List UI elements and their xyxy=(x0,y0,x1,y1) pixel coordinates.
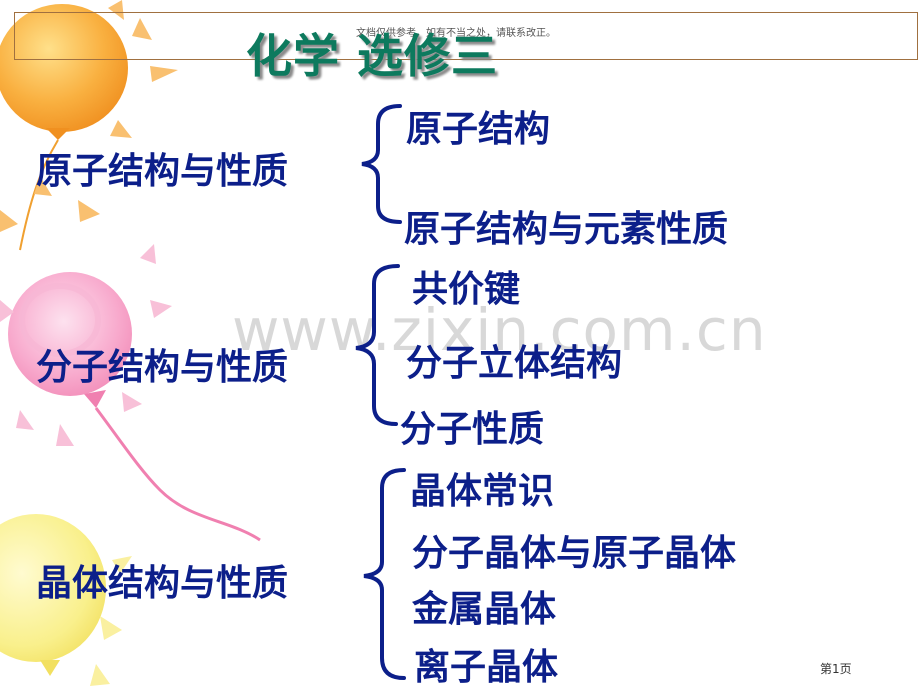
item-molecular-3d: 分子立体结构 xyxy=(406,343,623,384)
brace-3 xyxy=(363,468,406,680)
page-number: 第1页 xyxy=(820,662,852,676)
watermark: www.zixin.com.cn xyxy=(232,296,767,364)
brace-2 xyxy=(355,264,400,426)
item-ionic-crystal: 离子晶体 xyxy=(414,647,559,688)
item-covalent-bond: 共价键 xyxy=(412,269,521,310)
item-atomic-structure-elements: 原子结构与元素性质 xyxy=(404,209,729,250)
yellow-balloon-icon xyxy=(0,514,132,686)
topic-atomic-structure: 原子结构与性质 xyxy=(36,151,289,192)
item-metallic-crystal: 金属晶体 xyxy=(412,589,557,630)
header-frame xyxy=(14,12,918,60)
topic-molecular-structure: 分子结构与性质 xyxy=(36,347,289,388)
item-crystal-basics: 晶体常识 xyxy=(410,471,555,512)
brace-1 xyxy=(361,104,402,224)
topic-crystal-structure: 晶体结构与性质 xyxy=(36,563,289,604)
pink-balloon-icon xyxy=(0,244,261,542)
orange-balloon-icon xyxy=(0,0,178,251)
item-molecular-atomic-crystal: 分子晶体与原子晶体 xyxy=(412,533,737,574)
item-molecular-property: 分子性质 xyxy=(400,409,545,450)
notice-text: 文档仅供参考，如有不当之处，请联系改正。 xyxy=(356,28,556,39)
slide-title: 化学 选修三 xyxy=(246,29,499,83)
item-atomic-structure: 原子结构 xyxy=(406,109,551,150)
